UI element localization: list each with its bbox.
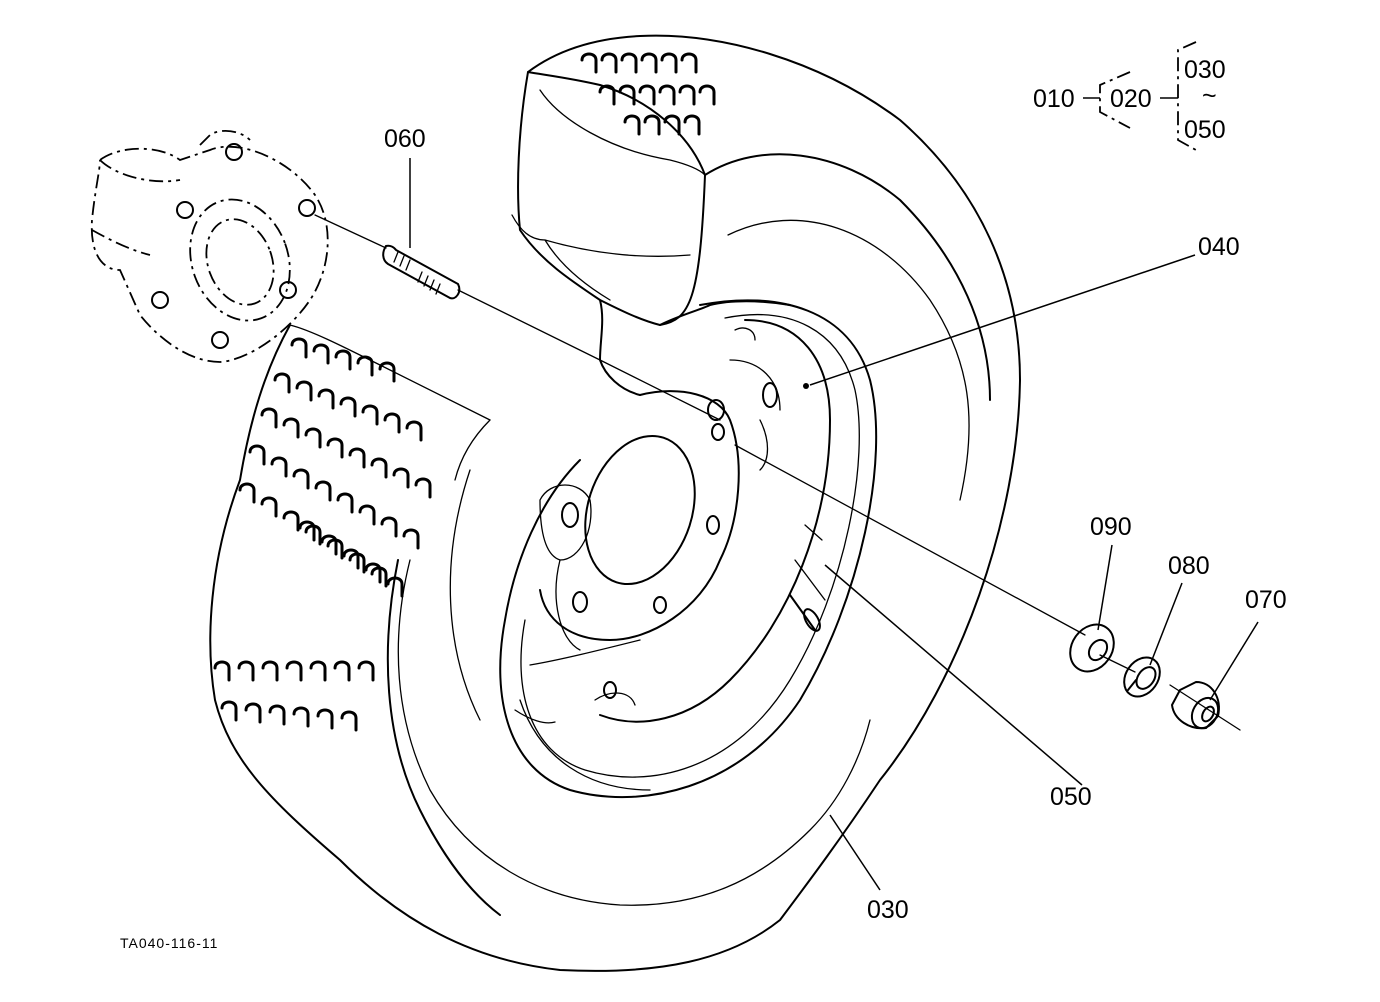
assembly-axis [314,214,1241,731]
hierarchy-brackets [1083,41,1197,151]
rim [499,299,878,799]
hub-flange [90,129,329,363]
hex-nut [1171,681,1220,730]
callout-060: 060 [384,125,426,153]
callout-070: 070 [1245,586,1287,614]
tire [209,34,1021,972]
lock-washer [1123,656,1161,698]
hierarchy-range-symbol: ~ [1202,82,1217,110]
callout-050: 050 [1050,783,1092,811]
hierarchy-range-to: 050 [1184,116,1226,144]
flat-washer [1069,623,1115,673]
hierarchy-subassembly: 020 [1110,85,1152,113]
callout-030: 030 [867,896,909,924]
hierarchy-assembly: 010 [1033,85,1075,113]
valve [789,524,826,632]
callout-080: 080 [1168,552,1210,580]
drawing-code: TA040-116-11 [120,935,218,951]
stud-bolt [382,244,461,300]
hierarchy-range-from: 030 [1184,56,1226,84]
leader-lines [409,158,1259,891]
callout-090: 090 [1090,513,1132,541]
tread-pattern [213,52,716,732]
callout-040: 040 [1198,233,1240,261]
